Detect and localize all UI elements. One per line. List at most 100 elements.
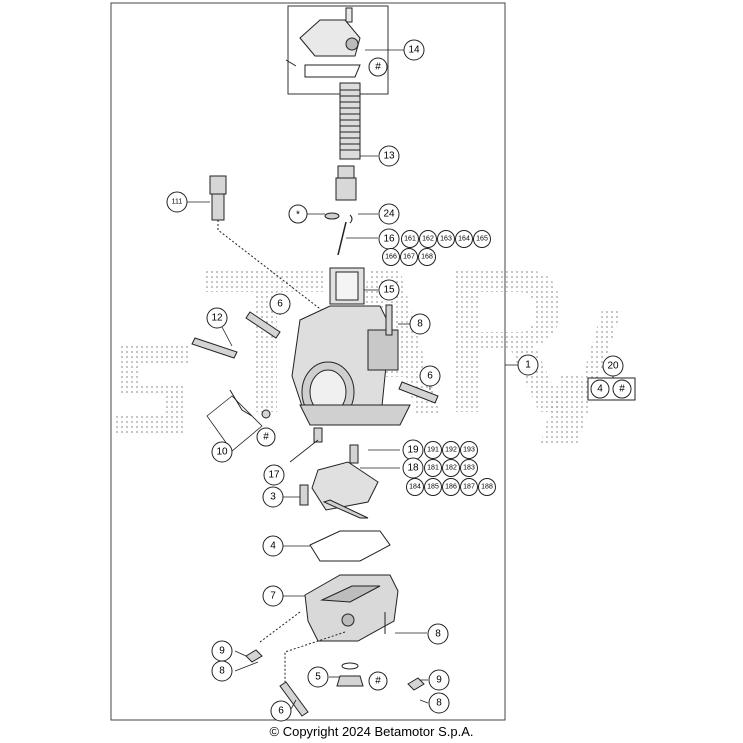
watermark	[115, 270, 622, 445]
callout-7: 7	[262, 585, 284, 607]
callout-192: 192	[442, 441, 460, 459]
svg-text:9: 9	[436, 675, 442, 686]
svg-text:183: 183	[463, 465, 475, 472]
throttle-slide	[329, 267, 365, 305]
callout-161: 161	[401, 230, 419, 248]
callout-181: 181	[424, 459, 442, 477]
copyright-text: © Copyright 2024 Betamotor S.p.A.	[269, 724, 474, 739]
svg-text:187: 187	[463, 484, 475, 491]
callout-164: 164	[455, 230, 473, 248]
svg-text:4: 4	[270, 541, 276, 552]
svg-text:#: #	[619, 384, 625, 395]
svg-text:7: 7	[270, 591, 276, 602]
svg-text:14: 14	[408, 45, 420, 56]
callout-24: 24	[378, 203, 400, 225]
svg-text:6: 6	[277, 299, 283, 310]
svg-text:#: #	[263, 432, 269, 443]
svg-text:181: 181	[427, 465, 439, 472]
callout-14: 14	[403, 39, 425, 61]
callout-4: 4	[262, 535, 284, 557]
svg-text:165: 165	[476, 236, 488, 243]
svg-text:10: 10	[216, 447, 228, 458]
callout-183: 183	[460, 459, 478, 477]
callout-15: 15	[378, 279, 400, 301]
svg-text:162: 162	[422, 236, 434, 243]
callout-168: 168	[418, 248, 436, 266]
callout-6-middle: 6	[419, 365, 441, 387]
callout-191: 191	[424, 441, 442, 459]
callout-20-hash: #	[612, 379, 632, 399]
callout-5-hash: #	[368, 671, 388, 691]
throttle-spring	[339, 82, 361, 160]
callout-182: 182	[442, 459, 460, 477]
leader-lines	[187, 49, 519, 710]
screw-parts	[191, 304, 439, 506]
float-bowl	[304, 574, 399, 642]
svg-text:8: 8	[436, 698, 442, 709]
svg-text:163: 163	[440, 236, 452, 243]
callout-193: 193	[460, 441, 478, 459]
svg-text:182: 182	[445, 465, 457, 472]
callout-20: 20	[602, 355, 624, 377]
carburetor-body	[291, 305, 411, 426]
callout-10: 10	[211, 441, 233, 463]
svg-text:20: 20	[607, 361, 619, 372]
callout-6-upper: 6	[269, 293, 291, 315]
callouts: 14 # 13 111 * 24 16 161 162 163 164 165 …	[166, 39, 636, 722]
svg-text:#: #	[375, 676, 381, 687]
callout-19: 19	[402, 439, 424, 461]
svg-text:15: 15	[383, 285, 395, 296]
svg-text:188: 188	[481, 484, 493, 491]
svg-text:8: 8	[417, 319, 423, 330]
callout-8-bottom: 8	[428, 692, 450, 714]
assembly-frame	[110, 2, 506, 721]
drain-parts	[245, 611, 425, 717]
callout-111: 111	[166, 191, 188, 213]
float-assembly	[311, 461, 379, 519]
choke-plunger	[209, 175, 329, 316]
svg-text:111: 111	[172, 199, 183, 206]
callout-8-left: 8	[211, 660, 233, 682]
svg-text:185: 185	[427, 484, 439, 491]
svg-text:16: 16	[383, 234, 395, 245]
float-gasket	[309, 530, 391, 562]
needle-holder	[324, 165, 357, 256]
callout-1: 1	[517, 354, 539, 376]
callout-188: 188	[478, 478, 496, 496]
svg-text:12: 12	[211, 313, 223, 324]
svg-text:161: 161	[404, 236, 416, 243]
callout-162: 162	[419, 230, 437, 248]
callout-166: 166	[382, 248, 400, 266]
callout-184: 184	[406, 478, 424, 496]
callout-8-bowl: 8	[427, 623, 449, 645]
callout-163: 163	[437, 230, 455, 248]
callout-star: *	[288, 204, 308, 224]
svg-text:167: 167	[403, 254, 415, 261]
svg-text:166: 166	[385, 254, 397, 261]
callout-9-right: 9	[428, 669, 450, 691]
callout-187: 187	[460, 478, 478, 496]
svg-text:1: 1	[525, 360, 531, 371]
svg-text:184: 184	[409, 484, 421, 491]
svg-text:192: 192	[445, 447, 457, 454]
callout-17: 17	[263, 464, 285, 486]
callout-14-hash: #	[368, 57, 388, 77]
callout-18: 18	[402, 457, 424, 479]
svg-text:191: 191	[427, 447, 439, 454]
svg-text:6: 6	[427, 371, 433, 382]
svg-text:8: 8	[435, 629, 441, 640]
svg-text:17: 17	[268, 470, 280, 481]
svg-text:24: 24	[383, 209, 395, 220]
callout-20-4: 4	[590, 379, 610, 399]
svg-text:13: 13	[383, 151, 395, 162]
callout-6-bottom: 6	[270, 700, 292, 722]
callout-165: 165	[473, 230, 491, 248]
svg-text:9: 9	[219, 646, 225, 657]
callout-9-left: 9	[211, 640, 233, 662]
svg-text:164: 164	[458, 236, 470, 243]
svg-text:6: 6	[278, 706, 284, 717]
svg-text:5: 5	[315, 672, 321, 683]
svg-text:18: 18	[407, 463, 419, 474]
svg-text:#: #	[375, 62, 381, 73]
